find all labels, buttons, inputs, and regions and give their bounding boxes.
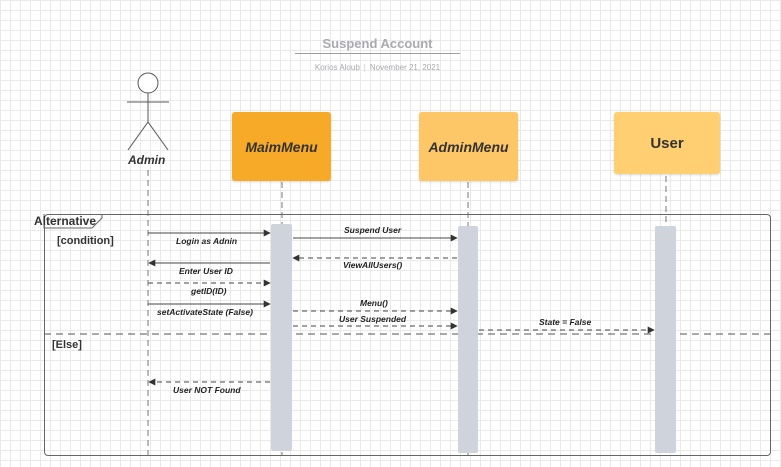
msg-viewallusers-label: ViewAllUsers()	[343, 260, 403, 270]
user-participant[interactable]: User	[614, 112, 720, 174]
mainmenu-participant[interactable]: MaimMenu	[232, 112, 331, 181]
author-name: Korios Aloub	[314, 63, 360, 72]
else-guard: [Else]	[52, 339, 82, 351]
msg-user-not-found-label: User NOT Found	[173, 385, 241, 395]
diagram-date: November 21, 2021	[369, 63, 441, 72]
msg-login-label: Login as Adnin	[176, 236, 238, 246]
msg-user-suspended-label: User Suspended	[339, 314, 407, 324]
admin-actor-icon[interactable]	[127, 72, 169, 151]
msg-enter-userid-label: Enter User ID	[179, 266, 233, 276]
adminmenu-participant[interactable]: AdminMenu	[419, 112, 518, 181]
alternative-fragment	[44, 214, 771, 456]
user-activation[interactable]	[655, 226, 676, 453]
admin-actor-label: Admin	[128, 153, 166, 167]
adminmenu-label: AdminMenu	[428, 138, 509, 155]
msg-getid-label: getID(ID)	[191, 286, 227, 296]
msg-state-false-label: State = False	[539, 317, 592, 327]
mainmenu-label: MaimMenu	[245, 138, 318, 155]
msg-menu-label: Menu()	[360, 298, 388, 308]
title-underline	[295, 53, 460, 54]
fragment-label: Alternative	[34, 214, 97, 228]
user-label: User	[650, 134, 684, 152]
adminmenu-activation[interactable]	[458, 226, 478, 453]
condition-guard: [condition]	[57, 235, 114, 247]
mainmenu-activation[interactable]	[271, 224, 292, 451]
diagram-meta: Korios Aloub|November 21, 2021	[300, 63, 455, 72]
diagram-title: Suspend Account	[322, 36, 433, 51]
meta-separator: |	[363, 63, 366, 72]
msg-suspend-user-label: Suspend User	[344, 225, 402, 235]
msg-setactivatestate-label: setActivateState (False)	[157, 307, 253, 317]
